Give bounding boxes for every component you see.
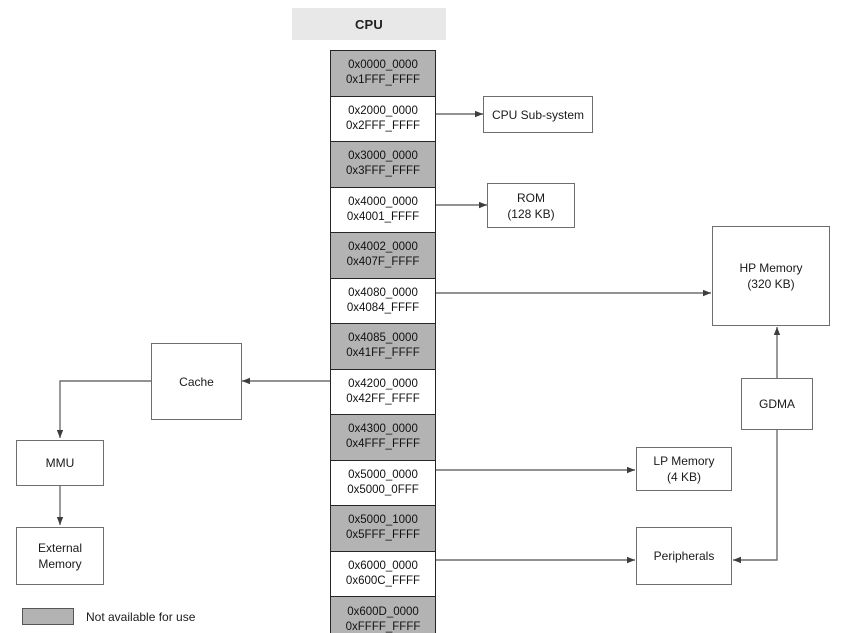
wire-cache-mmu bbox=[56, 380, 151, 438]
address-row-start: 0x4085_0000 bbox=[348, 332, 418, 345]
address-row[interactable]: 0x600D_0000 0xFFFF_FFFF bbox=[331, 597, 435, 633]
block-rom[interactable]: ROM (128 KB) bbox=[487, 183, 575, 228]
address-row-end: 0xFFFF_FFFF bbox=[345, 620, 421, 633]
block-external-memory-title: External bbox=[37, 541, 83, 555]
block-peripherals[interactable]: Peripherals bbox=[636, 527, 732, 585]
address-row-end: 0x5000_0FFF bbox=[347, 483, 419, 496]
block-cpu-subsystem-title: CPU Sub-system bbox=[491, 107, 585, 122]
address-row-end: 0x600C_FFFF bbox=[345, 574, 421, 587]
address-row[interactable]: 0x4002_0000 0x407F_FFFF bbox=[331, 233, 435, 279]
address-row-start: 0x4000_0000 bbox=[348, 195, 418, 208]
address-row-end: 0x3FFF_FFFF bbox=[345, 165, 421, 178]
block-mmu-title: MMU bbox=[45, 456, 75, 470]
address-row-end: 0x42FF_FFFF bbox=[346, 392, 420, 405]
block-external-memory-subtitle: Memory bbox=[38, 557, 82, 571]
address-row-end: 0x4084_FFFF bbox=[346, 301, 420, 314]
address-row-end: 0x4FFF_FFFF bbox=[345, 438, 421, 451]
address-row-start: 0x5000_1000 bbox=[348, 514, 418, 527]
block-lp-memory-subtitle: (4 KB) bbox=[666, 470, 701, 484]
address-row-end: 0x2FFF_FFFF bbox=[345, 119, 421, 132]
block-rom-title: ROM bbox=[517, 190, 545, 205]
address-row-end: 0x5FFF_FFFF bbox=[345, 529, 421, 542]
address-row-start: 0x600D_0000 bbox=[347, 605, 419, 618]
address-row[interactable]: 0x4080_0000 0x4084_FFFF bbox=[331, 278, 435, 324]
address-row-start: 0x4002_0000 bbox=[348, 241, 418, 254]
block-cache[interactable]: Cache bbox=[151, 343, 242, 420]
address-row-start: 0x4080_0000 bbox=[348, 286, 418, 299]
address-row-start: 0x2000_0000 bbox=[348, 104, 418, 117]
address-row-start: 0x0000_0000 bbox=[348, 59, 418, 72]
address-row-end: 0x407F_FFFF bbox=[346, 256, 420, 269]
block-hp-memory[interactable]: HP Memory (320 KB) bbox=[712, 226, 830, 326]
block-hp-memory-subtitle: (320 KB) bbox=[747, 277, 795, 291]
address-map-stack: 0x0000_0000 0x1FFF_FFFF 0x2000_0000 0x2FFF_… bbox=[330, 50, 436, 633]
wire-gdma-peripherals bbox=[733, 430, 778, 564]
block-gdma-title: GDMA bbox=[759, 397, 795, 411]
address-row-start: 0x5000_0000 bbox=[348, 468, 418, 481]
address-row-start: 0x4200_0000 bbox=[348, 377, 418, 390]
legend: Not available for use bbox=[22, 608, 195, 625]
legend-label-unavailable: Not available for use bbox=[86, 609, 196, 624]
cpu-header-label: CPU bbox=[292, 8, 446, 40]
legend-swatch-unavailable bbox=[22, 608, 74, 625]
block-mmu[interactable]: MMU bbox=[16, 440, 104, 486]
address-row[interactable]: 0x4300_0000 0x4FFF_FFFF bbox=[331, 415, 435, 461]
address-row[interactable]: 0x2000_0000 0x2FFF_FFFF bbox=[331, 96, 435, 142]
address-row-end: 0x41FF_FFFF bbox=[346, 347, 420, 360]
block-external-memory[interactable]: External Memory bbox=[16, 527, 104, 585]
block-lp-memory[interactable]: LP Memory (4 KB) bbox=[636, 447, 732, 491]
address-row[interactable]: 0x0000_0000 0x1FFF_FFFF bbox=[331, 51, 435, 97]
block-cpu-subsystem[interactable]: CPU Sub-system bbox=[483, 96, 593, 133]
block-lp-memory-title: LP Memory bbox=[653, 454, 715, 468]
address-row[interactable]: 0x4085_0000 0x41FF_FFFF bbox=[331, 324, 435, 370]
address-row[interactable]: 0x5000_0000 0x5000_0FFF bbox=[331, 460, 435, 506]
address-row[interactable]: 0x6000_0000 0x600C_FFFF bbox=[331, 551, 435, 597]
block-rom-subtitle: (128 KB) bbox=[507, 206, 555, 221]
address-row-start: 0x4300_0000 bbox=[348, 423, 418, 436]
address-row[interactable]: 0x4000_0000 0x4001_FFFF bbox=[331, 187, 435, 233]
block-peripherals-title: Peripherals bbox=[653, 549, 715, 563]
address-row-end: 0x4001_FFFF bbox=[346, 210, 420, 223]
address-row[interactable]: 0x4200_0000 0x42FF_FFFF bbox=[331, 369, 435, 415]
block-hp-memory-title: HP Memory bbox=[739, 261, 803, 275]
block-gdma[interactable]: GDMA bbox=[741, 378, 813, 430]
block-cache-title: Cache bbox=[179, 374, 214, 389]
address-row-start: 0x3000_0000 bbox=[348, 150, 418, 163]
address-row[interactable]: 0x5000_1000 0x5FFF_FFFF bbox=[331, 506, 435, 552]
address-row-end: 0x1FFF_FFFF bbox=[345, 74, 421, 87]
address-row[interactable]: 0x3000_0000 0x3FFF_FFFF bbox=[331, 142, 435, 188]
address-row-start: 0x6000_0000 bbox=[348, 559, 418, 572]
